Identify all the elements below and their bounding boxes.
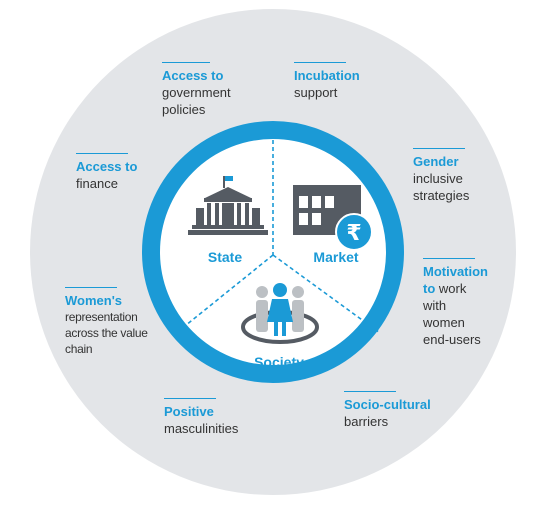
factor-highlight: Socio-cultural: [344, 397, 431, 412]
sector-label-market: Market: [313, 249, 359, 265]
factor-finance: Access to finance: [76, 153, 137, 192]
factor-text: chain: [65, 342, 93, 356]
factor-text: strategies: [413, 188, 470, 203]
factor-text: masculinities: [164, 421, 239, 436]
factor-government-policies: Access to government policies: [162, 62, 231, 118]
factor-text: with: [423, 298, 447, 313]
factor-highlight: to: [423, 281, 436, 296]
factor-womens-representation: Women's representation across the value …: [65, 287, 148, 357]
factor-highlight: Women's: [65, 293, 123, 308]
factor-motivation: Motivation to work with women end-users: [423, 258, 488, 348]
factor-text: inclusive: [413, 171, 463, 186]
svg-text:₹: ₹: [346, 221, 361, 246]
factor-text: finance: [76, 176, 118, 191]
factor-text: end-users: [423, 332, 481, 347]
factor-highlight: Incubation: [294, 68, 360, 83]
government-building-icon: [188, 176, 268, 235]
factor-text: work: [435, 281, 467, 296]
factor-text: government: [162, 85, 231, 100]
factor-highlight: Motivation: [423, 264, 488, 279]
factor-text: barriers: [344, 414, 389, 429]
sector-label-society: Society: [254, 354, 304, 370]
factor-text: support: [294, 85, 338, 100]
factor-gender: Gender inclusive strategies: [413, 148, 469, 204]
sector-label-state: State: [207, 249, 243, 265]
shop-rupee-icon: ₹: [293, 185, 373, 251]
sector-dividers: [179, 140, 381, 334]
factor-incubation: Incubation support: [294, 62, 360, 101]
factor-highlight: Positive: [164, 404, 214, 419]
factor-positive-masculinities: Positive masculinities: [164, 398, 238, 437]
factor-text: across the value: [65, 326, 148, 340]
people-group-icon: [241, 283, 319, 344]
factor-highlight: Gender: [413, 154, 459, 169]
factor-socio-cultural: Socio-cultural barriers: [344, 391, 431, 430]
factor-text: women: [423, 315, 465, 330]
factor-highlight: Access to: [162, 68, 224, 83]
factor-text: policies: [162, 102, 206, 117]
factor-highlight: Access to: [76, 159, 138, 174]
factor-text: representation: [65, 310, 138, 324]
